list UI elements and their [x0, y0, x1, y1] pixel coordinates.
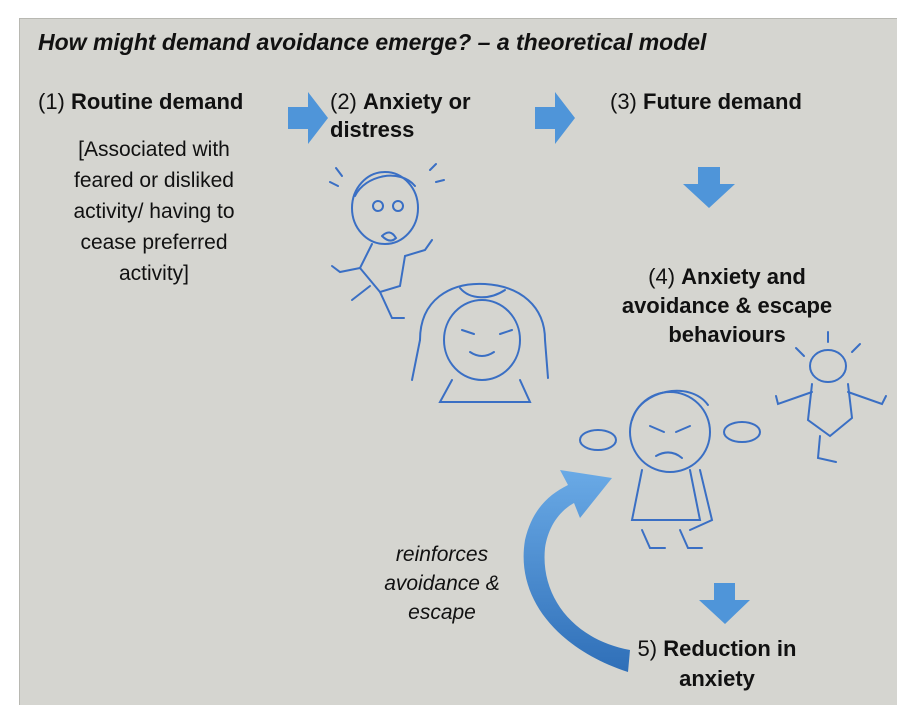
- note-line: activity]: [118, 262, 189, 285]
- scared-child-sketch: [329, 163, 445, 319]
- note-line: feared or disliked: [74, 169, 234, 192]
- step-number: 5): [637, 636, 658, 661]
- step-label-line-2: distress: [330, 117, 415, 142]
- step-2-anxiety-or-distress: (2) Anxiety or distress: [330, 88, 520, 144]
- step-label: Future demand: [643, 89, 802, 114]
- note-line: cease preferred: [80, 231, 228, 254]
- step-number: (4): [648, 264, 676, 289]
- step-label-line-3: behaviours: [668, 322, 786, 347]
- step-4-anxiety-avoidance-escape: (4) Anxiety and avoidance & escape behav…: [612, 262, 842, 349]
- diagram-title: How might demand avoidance emerge? – a t…: [38, 29, 707, 55]
- step-label-line-2: avoidance & escape: [621, 293, 833, 318]
- feedback-loop-label: reinforces avoidance & escape: [372, 540, 512, 627]
- loop-label-line: escape: [408, 601, 476, 624]
- step-number: (2): [330, 89, 357, 114]
- right-arrow-icon: [288, 92, 328, 144]
- note-line: activity/ having to: [73, 200, 235, 223]
- step-label-line-1: Reduction in: [663, 636, 797, 661]
- step-3-future-demand: (3) Future demand: [610, 88, 840, 116]
- step-label: Routine demand: [71, 89, 244, 114]
- step-1-note: [Associated with feared or disliked acti…: [44, 134, 264, 289]
- loop-label-line: avoidance &: [384, 572, 500, 595]
- step-label-line-2: anxiety: [679, 666, 755, 691]
- step-number: (3): [610, 89, 637, 114]
- diagram-panel: [19, 18, 897, 705]
- down-arrow-icon: [699, 583, 750, 624]
- right-arrow-icon: [535, 92, 575, 144]
- distressed-child-sketch: [411, 282, 549, 403]
- step-label-line-1: Anxiety or: [363, 89, 471, 114]
- step-1-routine-demand: (1) Routine demand: [38, 88, 268, 116]
- loop-label-line: reinforces: [395, 543, 489, 566]
- curved-arrow-icon: [523, 470, 630, 672]
- step-number: (1): [38, 89, 65, 114]
- note-line: [Associated with: [78, 138, 230, 161]
- step-5-reduction-in-anxiety: 5) Reduction in anxiety: [632, 634, 802, 694]
- running-child-sketch: [775, 331, 887, 463]
- down-arrow-icon: [683, 167, 735, 208]
- step-label-line-1: Anxiety and: [681, 264, 806, 289]
- angry-child-sketch: [579, 389, 761, 549]
